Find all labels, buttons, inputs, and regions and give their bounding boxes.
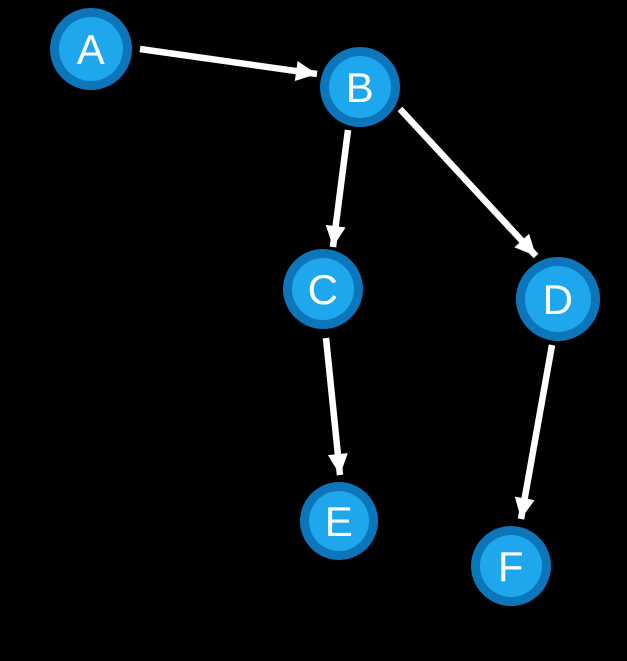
edge-A-B: [139, 45, 318, 81]
node-label: E: [325, 498, 354, 545]
node-label: C: [308, 266, 339, 313]
node-body: [309, 491, 369, 551]
graph-node-F[interactable]: F: [471, 526, 551, 606]
node-body: [292, 258, 354, 320]
node-label: F: [498, 543, 524, 590]
node-body: [480, 535, 542, 597]
graph-node-D[interactable]: D: [516, 257, 600, 341]
graph-node-B[interactable]: B: [320, 47, 400, 127]
graph-node-C[interactable]: C: [283, 249, 363, 329]
edge-B-C: [325, 129, 352, 248]
edge-C-E: [322, 337, 348, 476]
node-body: [525, 266, 591, 332]
node-body: [329, 56, 391, 118]
graph-node-E[interactable]: E: [300, 482, 378, 560]
graph-node-A[interactable]: A: [50, 8, 132, 90]
node-label: A: [77, 26, 106, 73]
node-body: [59, 17, 123, 81]
edge-B-D: [397, 106, 539, 259]
node-label: B: [346, 64, 375, 111]
edge-D-F: [514, 344, 556, 520]
node-label: D: [543, 276, 574, 323]
